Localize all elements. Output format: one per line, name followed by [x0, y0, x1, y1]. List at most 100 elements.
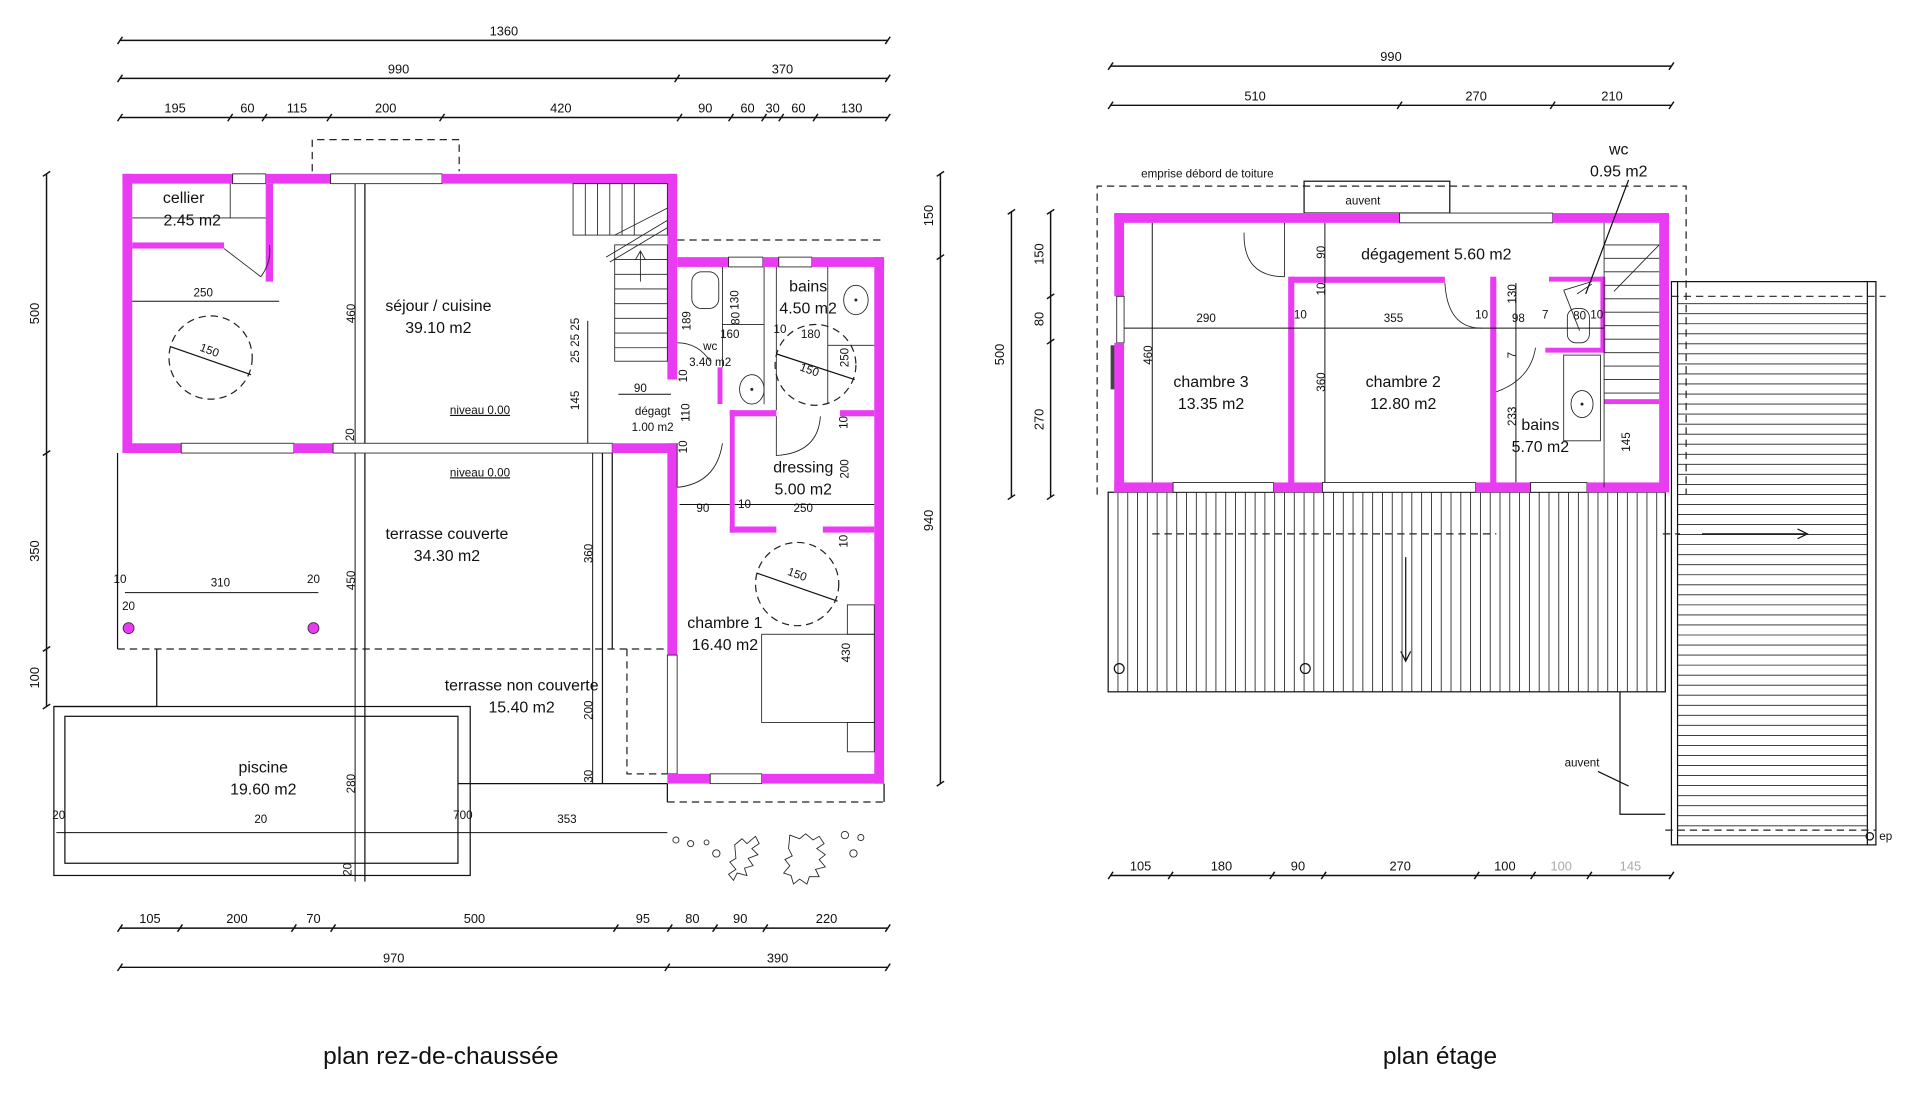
dimension-label: 210 [1601, 88, 1622, 103]
interior-dimension-label: 10 [1294, 308, 1307, 321]
interior-dimension-label: 250 [194, 286, 214, 299]
level-label: niveau 0.00 [450, 466, 511, 479]
interior-dimension-label: 310 [211, 577, 231, 590]
dimension-label: 970 [383, 950, 404, 965]
dimension-label: 500 [464, 911, 485, 926]
dimension-label: 200 [226, 911, 247, 926]
interior-dimension-label: 90 [634, 382, 647, 395]
room-name-terrasse-couverte: terrasse couverte [385, 526, 508, 543]
interior-dimension-label: 130 [728, 290, 741, 310]
dimension-label: 420 [550, 101, 571, 116]
room-name-wc: wc [702, 340, 717, 353]
interior-dimension-label: 98 [1512, 312, 1525, 325]
turning-circle [754, 541, 840, 627]
dimension-label: 80 [685, 911, 699, 926]
awning-label: auvent [1565, 757, 1601, 770]
dimension-label: 990 [1380, 49, 1401, 64]
interior-stairs [1576, 222, 1660, 488]
ground-fixtures [132, 183, 875, 885]
interior-dimension-label: 150 [798, 361, 821, 380]
dimension-label: 105 [139, 911, 160, 926]
dimension-label: 150 [921, 205, 936, 226]
turning-circle [774, 323, 857, 406]
interior-dimension-label: 20 [307, 573, 320, 586]
interior-dimension-label: 450 [345, 570, 358, 590]
dimension-label: 60 [791, 101, 805, 116]
interior-dimension-label: 10 [1590, 308, 1603, 321]
room-area-chambre2: 12.80 m2 [1370, 396, 1436, 413]
room-area-piscine: 19.60 m2 [230, 782, 296, 799]
dimension-label: 60 [240, 101, 254, 116]
auvent-leader-line [1597, 770, 1629, 787]
dimension-label: 990 [388, 61, 409, 76]
interior-dimension-label: 80 [730, 311, 743, 324]
room-name-sejour: séjour / cuisine [385, 298, 491, 315]
room-area-terrasse-couverte: 34.30 m2 [414, 548, 480, 565]
dimension-label: 90 [733, 911, 747, 926]
dimension-label: 270 [1389, 859, 1410, 874]
dimension-label: 80 [1031, 312, 1046, 326]
interior-dimension-label: 290 [1196, 312, 1216, 325]
pool [53, 705, 471, 877]
dimension-label: 390 [767, 950, 788, 965]
dimension-label: 130 [841, 101, 862, 116]
interior-dimension-label: 7 [1542, 308, 1548, 321]
room-area-terrasse-non-couverte: 15.40 m2 [488, 700, 554, 717]
room-name-cellier: cellier [163, 190, 205, 207]
vegetation [672, 830, 865, 885]
room-name-chambre3: chambre 3 [1173, 374, 1248, 391]
interior-dimension-label: 145 [1620, 432, 1633, 451]
dimension-label: 220 [816, 911, 837, 926]
interior-dimension-label: 10 [774, 323, 787, 336]
rainwater-pipe-label: ep [1879, 830, 1892, 843]
interior-dimension-label: 180 [801, 328, 821, 341]
room-area-bains: 4.50 m2 [779, 300, 837, 317]
room-area-degagement: 1.00 m2 [632, 421, 674, 434]
interior-dimension-label: 200 [583, 700, 596, 720]
room-area-cellier: 2.45 m2 [164, 212, 222, 229]
room-name-bains: bains [1521, 417, 1559, 434]
interior-dimension-label: 20 [122, 600, 135, 613]
room-area-bains: 5.70 m2 [1512, 439, 1570, 456]
dimension-label: 100 [1494, 859, 1515, 874]
wc-leader-line [1585, 179, 1630, 295]
interior-dimension-label: 250 [794, 502, 814, 515]
room-name-wc: wc [1608, 141, 1628, 158]
interior-dimension-label: 10 [837, 415, 850, 428]
interior-dimension-label: 150 [786, 565, 809, 584]
room-name-degagement: dégagt [635, 405, 671, 418]
interior-dimension-label: 30 [583, 769, 596, 782]
ground-floor-plan: cellier 2.45 m2 séjour / cuisine 39.10 m… [53, 138, 885, 1070]
ground-walls [122, 173, 885, 785]
dimension-label: 70 [306, 911, 320, 926]
room-name-chambre2: chambre 2 [1366, 374, 1441, 391]
room-name-dressing: dressing [773, 460, 833, 477]
dimension-column: 500 [992, 208, 1016, 501]
interior-dimension-label: 20 [344, 428, 357, 441]
interior-dimension-label: 360 [1315, 372, 1328, 392]
interior-dimension-label: 145 [569, 391, 582, 410]
dimension-label: 105 [1130, 859, 1151, 874]
awning-label: auvent [1345, 194, 1381, 207]
dimension-label: 115 [287, 101, 307, 116]
interior-dimension-label: 10 [1475, 308, 1488, 321]
upper-floor-plan: dégagement 5.60 m2 chambre 3 13.35 m2 ch… [1096, 141, 1892, 1070]
room-area-wc: 3.40 m2 [689, 356, 731, 369]
interior-dimension-label: 280 [345, 773, 358, 793]
interior-dimension-label: 460 [1142, 345, 1155, 365]
interior-dimension-label: 150 [198, 341, 221, 360]
terrace-deck [1107, 491, 1666, 693]
dimension-label: 1360 [490, 24, 519, 39]
interior-dimension-label: 25 25 25 [569, 318, 582, 363]
interior-dimension-label: 355 [1384, 312, 1403, 325]
dimension-label: 350 [27, 540, 42, 561]
exterior-stair-deck [1619, 281, 1886, 846]
room-name-chambre1: chambre 1 [687, 615, 762, 632]
dimension-label: 200 [375, 101, 396, 116]
